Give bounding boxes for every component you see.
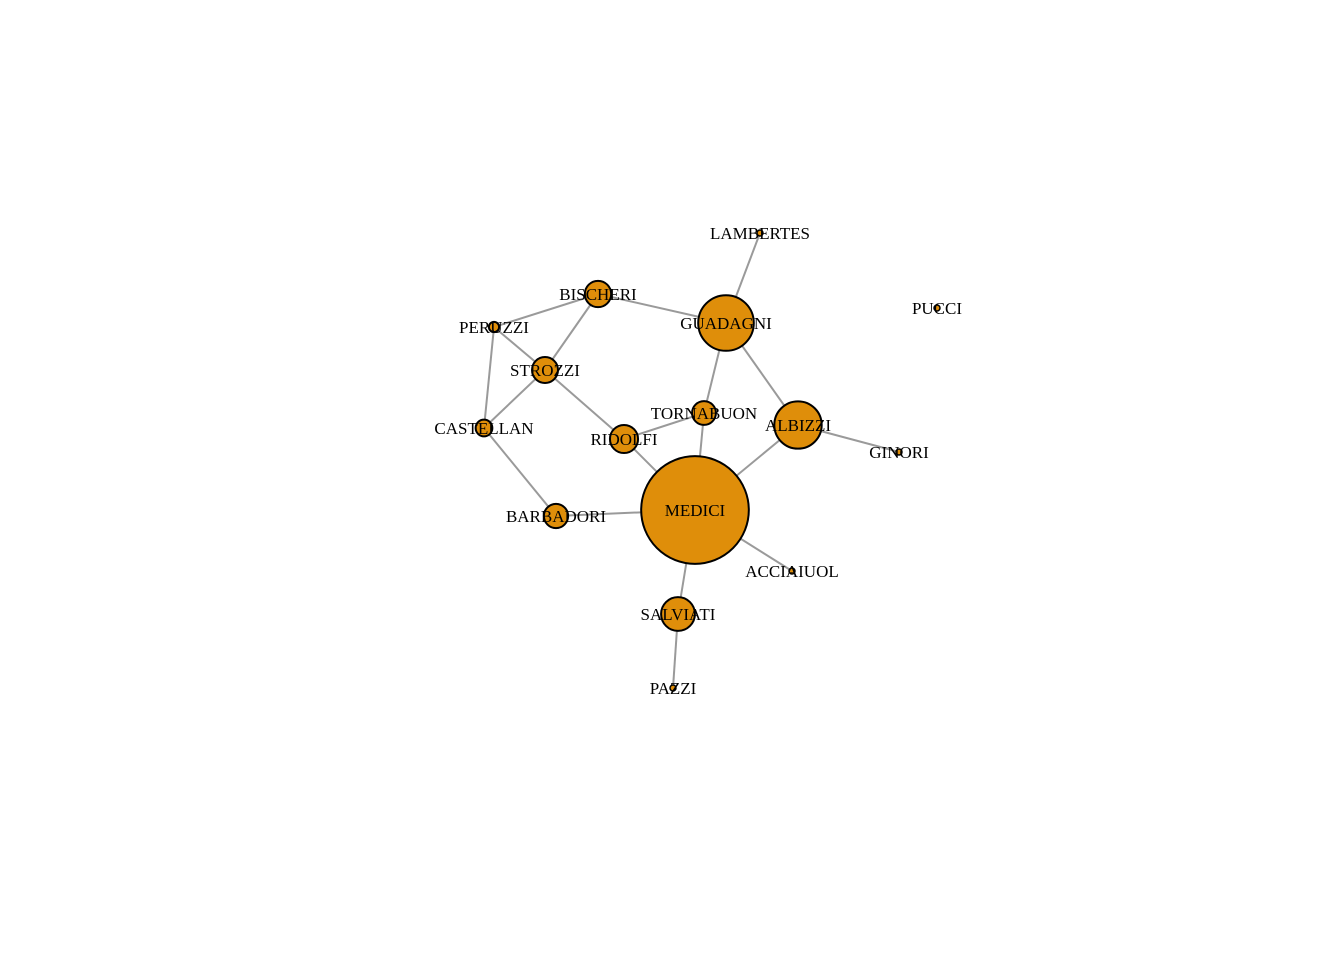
node-barbadori[interactable] [542, 502, 570, 530]
node-label-barbadori: BARBADORI [506, 507, 606, 526]
node-strozzi[interactable] [531, 356, 559, 384]
node-label-pucci: PUCCI [912, 299, 962, 318]
node-label-lambertes: LAMBERTES [710, 224, 810, 243]
nodes-layer [474, 229, 941, 692]
node-label-pazzi: PAZZI [650, 679, 697, 698]
node-albizzi[interactable] [773, 400, 823, 450]
node-tornabuon[interactable] [691, 400, 717, 426]
node-medici[interactable] [640, 455, 750, 565]
node-label-bischeri: BISCHERI [559, 285, 637, 304]
node-label-salviati: SALVIATI [641, 605, 716, 624]
node-label-medici: MEDICI [665, 501, 726, 520]
edge-castellan-barbadori [483, 427, 557, 517]
edge-peruzzi-castellan [483, 326, 495, 429]
node-label-acciaiuol: ACCIAIUOL [745, 562, 839, 581]
node-salviati[interactable] [660, 596, 696, 632]
node-ridolfi[interactable] [608, 423, 640, 455]
node-label-ginori: GINORI [869, 443, 929, 462]
node-label-castellan: CASTELLAN [434, 419, 533, 438]
node-acciaiuol[interactable] [788, 567, 796, 575]
node-label-peruzzi: PERUZZI [459, 318, 529, 337]
node-ginori[interactable] [895, 448, 903, 456]
node-castellan[interactable] [474, 418, 494, 438]
edge-peruzzi-bischeri [493, 293, 599, 328]
node-pucci[interactable] [933, 304, 941, 312]
node-bischeri[interactable] [583, 279, 613, 309]
edge-strozzi-castellan [483, 369, 546, 429]
node-guadagni[interactable] [697, 294, 755, 352]
node-label-albizzi: ALBIZZI [765, 416, 831, 435]
node-label-ridolfi: RIDOLFI [590, 430, 657, 449]
node-peruzzi[interactable] [487, 320, 501, 334]
node-label-strozzi: STROZZI [510, 361, 580, 380]
edge-bischeri-strozzi [544, 293, 599, 371]
node-pazzi[interactable] [669, 684, 677, 692]
node-label-tornabuon: TORNABUON [651, 404, 757, 423]
node-label-guadagni: GUADAGNI [680, 314, 772, 333]
node-lambertes[interactable] [756, 229, 764, 237]
edge-strozzi-ridolfi [544, 369, 625, 440]
labels-layer: MEDICI GUADAGNI ALBIZZI SALVIATI RIDOLFI BISC… [434, 224, 962, 698]
